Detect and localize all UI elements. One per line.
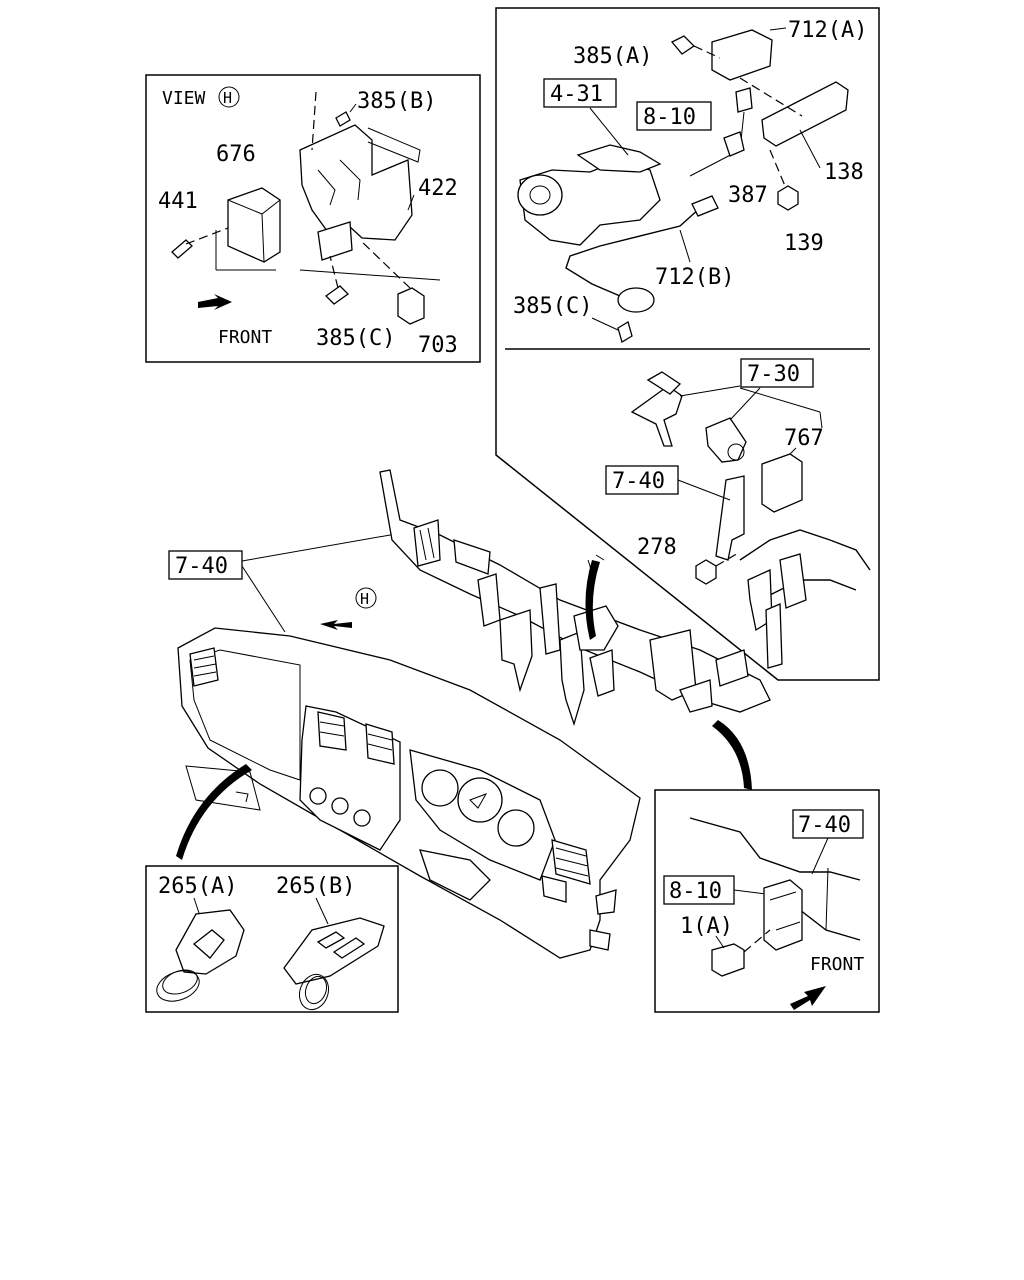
screw-385b	[335, 111, 351, 127]
module-712a	[711, 29, 773, 81]
connector-panel: 7-40 8-10 1(A) FRONT	[654, 789, 880, 1013]
ref-box-4-31	[543, 78, 617, 108]
vent-center-right	[365, 723, 395, 765]
module-767	[761, 453, 803, 513]
ref-box-7-40-conn-text: 7-40	[798, 813, 851, 838]
antenna-coil	[617, 287, 655, 313]
ref-box-7-30	[740, 358, 814, 388]
callout-arrow-top	[585, 560, 600, 640]
part-label-441: 441	[158, 189, 198, 214]
callout-arrow-right	[712, 720, 752, 790]
screw-385a	[670, 35, 696, 55]
gauge-center	[457, 777, 503, 823]
bracket-422	[299, 124, 413, 241]
part-label-138: 138	[824, 160, 864, 185]
bracket-7-40	[715, 475, 745, 561]
part-label-385b: 385(B)	[357, 89, 436, 114]
beam-bracket-steering	[573, 605, 619, 651]
remote-key-265b-icon	[283, 917, 385, 985]
relay-1a	[711, 943, 745, 977]
ignition-panel-frame	[495, 7, 880, 681]
part-label-139: 139	[784, 231, 824, 256]
ref-box-8-10-conn-text: 8-10	[669, 879, 722, 904]
part-label-703: 703	[418, 333, 458, 358]
connector-8-10	[735, 87, 753, 113]
front-label-view: FRONT	[218, 327, 272, 348]
front-arrow-conn-icon	[790, 986, 826, 1010]
vent-left	[189, 647, 219, 687]
key-panel: 265(A) 265(B)	[145, 865, 399, 1013]
part-label-422: 422	[418, 176, 458, 201]
view-h-panel-frame	[145, 74, 481, 363]
beam-stay-1	[499, 609, 533, 693]
part-label-278: 278	[637, 535, 677, 560]
vent-center-left	[317, 711, 347, 751]
ref-box-7-40-sub-text: 7-40	[612, 469, 665, 494]
part-label-1a: 1(A)	[680, 914, 733, 939]
gauge-left	[421, 769, 459, 807]
ref-box-7-40-main	[168, 550, 243, 580]
bracket-tab	[367, 127, 421, 163]
callout-arrow-left	[176, 764, 252, 860]
key-blank-icon	[630, 385, 683, 447]
part-label-712b: 712(B)	[655, 265, 734, 290]
part-label-385a: 385(A)	[573, 44, 652, 69]
nut-278	[695, 559, 717, 585]
leader-7-40-panel	[241, 565, 286, 633]
relay-bracket	[763, 879, 803, 951]
view-h-marker-circle	[355, 587, 377, 609]
clip	[317, 221, 353, 261]
view-letter: H	[223, 89, 232, 107]
view-label: VIEW	[162, 88, 206, 109]
beam-bracket-left	[413, 519, 441, 567]
steering-column-cover	[419, 849, 491, 901]
key-panel-frame	[145, 865, 399, 1013]
ignition-cylinder-7-30	[705, 417, 747, 463]
part-label-712a: 712(A)	[788, 18, 867, 43]
front-arrow-icon	[198, 294, 232, 310]
part-label-385c-ignition: 385(C)	[513, 294, 592, 319]
part-label-265b: 265(B)	[276, 874, 355, 899]
view-h-panel: VIEW H 385(B) 676 441 422 385(C) 703 FRO…	[145, 74, 481, 363]
lock-bracket-top	[576, 144, 662, 173]
under-panel-sheet	[185, 765, 261, 811]
antenna-cable-712b	[565, 207, 701, 297]
part-label-385c-view: 385(C)	[316, 326, 395, 351]
glove-box-area	[189, 649, 301, 781]
view-h-arrow-icon	[320, 620, 352, 630]
module-676	[227, 187, 281, 263]
ref-box-4-31-text: 4-31	[550, 82, 603, 107]
connector-703	[397, 287, 425, 325]
ref-box-8-10-top	[636, 101, 712, 131]
screw-385c-ignition	[617, 321, 633, 343]
switch-387	[723, 131, 745, 157]
view-letter-circle	[218, 86, 240, 108]
ref-box-7-30-text: 7-30	[747, 362, 800, 387]
nut-139	[777, 185, 799, 211]
instrument-panel	[177, 627, 641, 959]
screw-441	[171, 239, 193, 259]
beam-contour-upper	[689, 817, 861, 881]
ref-box-8-10-top-text: 8-10	[643, 105, 696, 130]
lock-cylinder-housing	[517, 174, 563, 216]
main-assembly: 7-40 H	[168, 469, 771, 959]
front-label-conn: FRONT	[810, 954, 864, 975]
ignition-panel: 712(A) 385(A) 138 387 139 712(B) 385(C) …	[495, 7, 880, 681]
ref-box-7-40-conn	[792, 809, 864, 839]
part-label-676: 676	[216, 142, 256, 167]
connector-panel-frame	[654, 789, 880, 1013]
bracket-138	[761, 81, 849, 147]
part-label-387: 387	[728, 183, 768, 208]
part-label-265a: 265(A)	[158, 874, 237, 899]
gauge-right	[497, 809, 535, 847]
screw-385c-view	[324, 285, 350, 305]
ref-box-7-40-main-text: 7-40	[175, 554, 228, 579]
part-label-767: 767	[784, 426, 824, 451]
view-h-marker-letter: H	[360, 590, 369, 608]
